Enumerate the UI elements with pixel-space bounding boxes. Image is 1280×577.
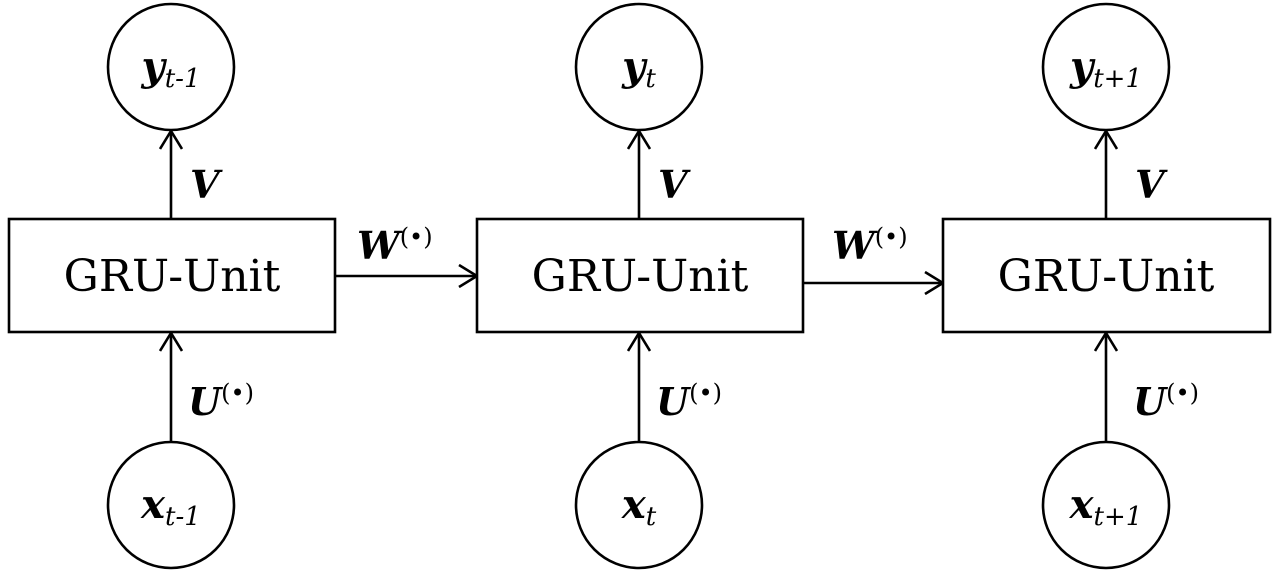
input-weight-label: U(•) [1133, 379, 1199, 424]
input-weight-superscript: (•) [689, 379, 722, 407]
output-subscript: t-1 [165, 64, 201, 94]
output-subscript: t+1 [1093, 64, 1142, 94]
gru-unit-label: GRU-Unit [532, 251, 749, 302]
input-weight-symbol: U [1133, 379, 1169, 424]
output-node-label: yt+1 [1069, 43, 1142, 94]
input-weight-symbol: U [656, 379, 692, 424]
input-node-label: xt [621, 481, 657, 532]
input-symbol: x [1069, 481, 1095, 528]
input-node [106, 440, 236, 570]
recurrent-weight-label: W(•) [832, 223, 908, 268]
input-symbol: x [140, 481, 166, 528]
input-subscript: t [646, 502, 657, 532]
recurrent-weight-superscript: (•) [400, 223, 433, 251]
output-weight-label: V [658, 162, 691, 207]
input-weight-label: U(•) [656, 379, 722, 424]
input-weight-symbol: U [188, 379, 224, 424]
gru-unit-box [7, 217, 337, 334]
input-node [574, 440, 704, 570]
input-node [1041, 440, 1171, 570]
recurrent-connection-1: W(•) [336, 223, 477, 276]
output-symbol: y [1069, 43, 1096, 90]
unit-t-plus-1: GRU-Unit yt+1 xt+1 V U(•) [941, 2, 1272, 570]
recurrent-connection-2: W(•) [804, 223, 943, 283]
gru-unit-label: GRU-Unit [998, 251, 1215, 302]
unit-t-minus-1: GRU-Unit yt-1 xt-1 V U(•) [7, 2, 337, 570]
input-node-label: xt+1 [1069, 481, 1143, 532]
output-weight-label: V [1135, 162, 1168, 207]
unit-t: GRU-Unit yt xt V U(•) [475, 2, 805, 570]
gru-unit-box [941, 217, 1272, 334]
input-weight-superscript: (•) [1166, 379, 1199, 407]
gru-unit-label: GRU-Unit [64, 251, 281, 302]
output-weight-label: V [190, 162, 223, 207]
recurrent-weight-label: W(•) [357, 223, 433, 268]
output-symbol: y [140, 43, 167, 90]
recurrent-weight-symbol: W [357, 223, 403, 268]
input-subscript: t-1 [165, 502, 201, 532]
output-subscript: t [645, 64, 656, 94]
input-weight-superscript: (•) [221, 379, 254, 407]
gru-unit-box [475, 217, 805, 334]
recurrent-weight-superscript: (•) [875, 223, 908, 251]
input-weight-label: U(•) [188, 379, 254, 424]
output-symbol: y [621, 43, 648, 90]
input-symbol: x [621, 481, 647, 528]
recurrent-weight-symbol: W [832, 223, 878, 268]
output-node-label: yt [621, 43, 656, 94]
input-node-label: xt-1 [140, 481, 201, 532]
output-node-label: yt-1 [140, 43, 200, 94]
input-subscript: t+1 [1094, 502, 1143, 532]
